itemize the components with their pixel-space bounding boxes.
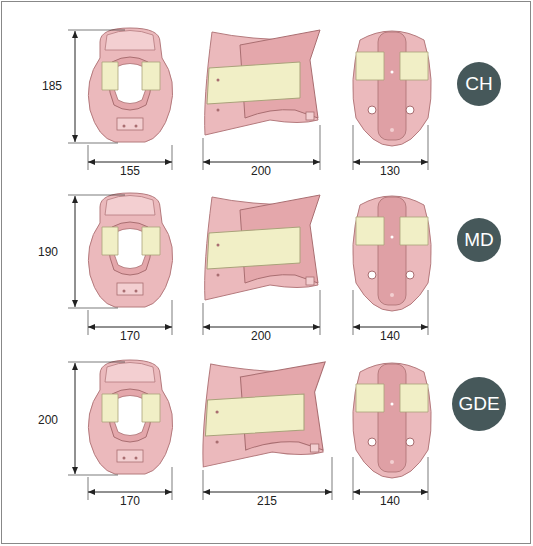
dimension-label: 185 xyxy=(40,79,64,93)
size-code: GDE xyxy=(458,393,499,415)
dimension-label: 155 xyxy=(118,164,142,178)
size-badge: MD xyxy=(457,218,501,262)
dimension-label: 200 xyxy=(249,329,273,343)
dimension-label: 130 xyxy=(378,164,402,178)
size-code: CH xyxy=(465,73,492,95)
dimension-label: 215 xyxy=(255,494,279,508)
dimension-label: 170 xyxy=(118,329,142,343)
dimension-label: 190 xyxy=(36,245,60,259)
dimension-label: 140 xyxy=(378,494,402,508)
dimension-label: 170 xyxy=(118,494,142,508)
size-code: MD xyxy=(464,229,494,251)
size-badge: GDE xyxy=(452,377,506,431)
size-badge: CH xyxy=(457,62,501,106)
dimension-label: 140 xyxy=(378,329,402,343)
dimension-label: 200 xyxy=(36,413,60,427)
dimension-label: 200 xyxy=(249,164,273,178)
